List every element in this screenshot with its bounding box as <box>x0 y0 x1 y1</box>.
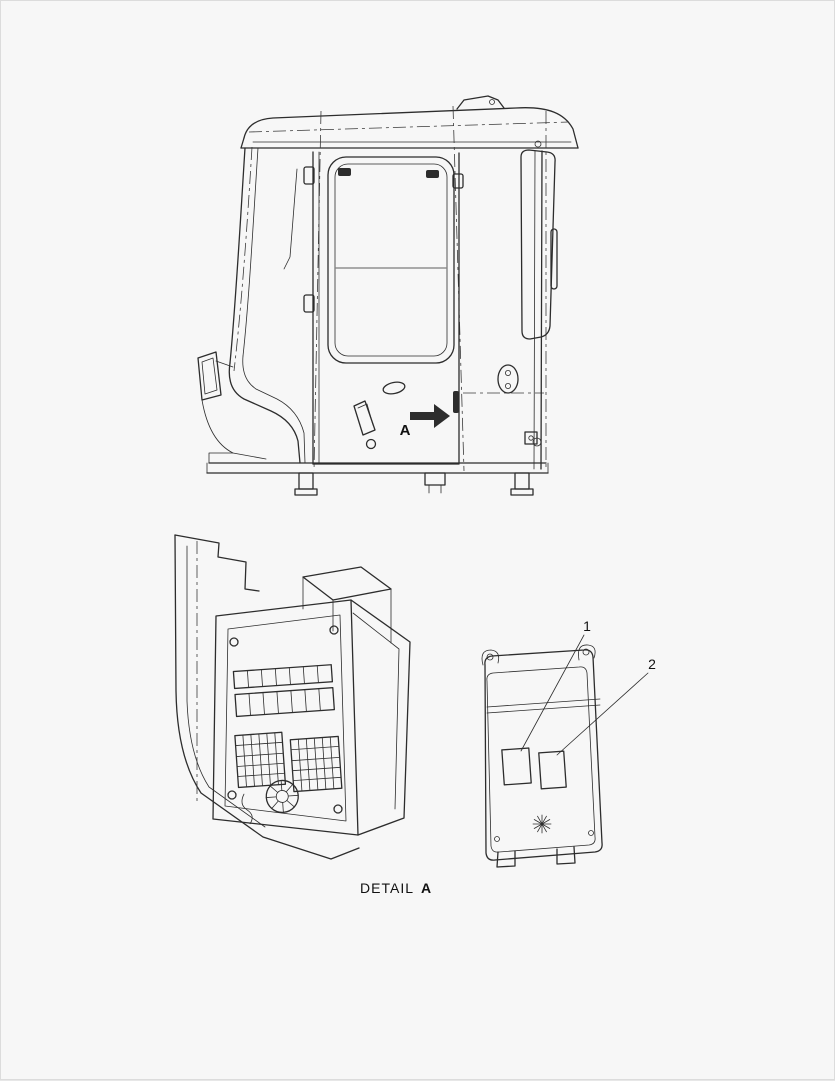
callout-1-leader <box>520 634 585 752</box>
interior-detail-view <box>174 534 411 860</box>
decal-2 <box>538 750 567 790</box>
view-arrow: A <box>400 404 450 439</box>
view-arrow-label: A <box>400 422 411 439</box>
cab-side-view: A <box>197 95 579 496</box>
decal-1 <box>501 747 532 786</box>
detail-caption: DETAIL A <box>360 880 432 896</box>
starburst-mark <box>532 814 552 834</box>
fuse-panel-components <box>232 664 343 825</box>
callout-2-label: 2 <box>648 656 656 672</box>
cover-panel-view <box>481 644 603 868</box>
callouts: 1 2 <box>520 618 656 756</box>
view-arrow-glyph <box>410 404 450 428</box>
detail-caption-prefix: DETAIL <box>360 880 414 896</box>
callout-2-leader <box>556 672 649 756</box>
detail-caption-letter: A <box>421 880 432 896</box>
callout-1-label: 1 <box>583 618 591 634</box>
